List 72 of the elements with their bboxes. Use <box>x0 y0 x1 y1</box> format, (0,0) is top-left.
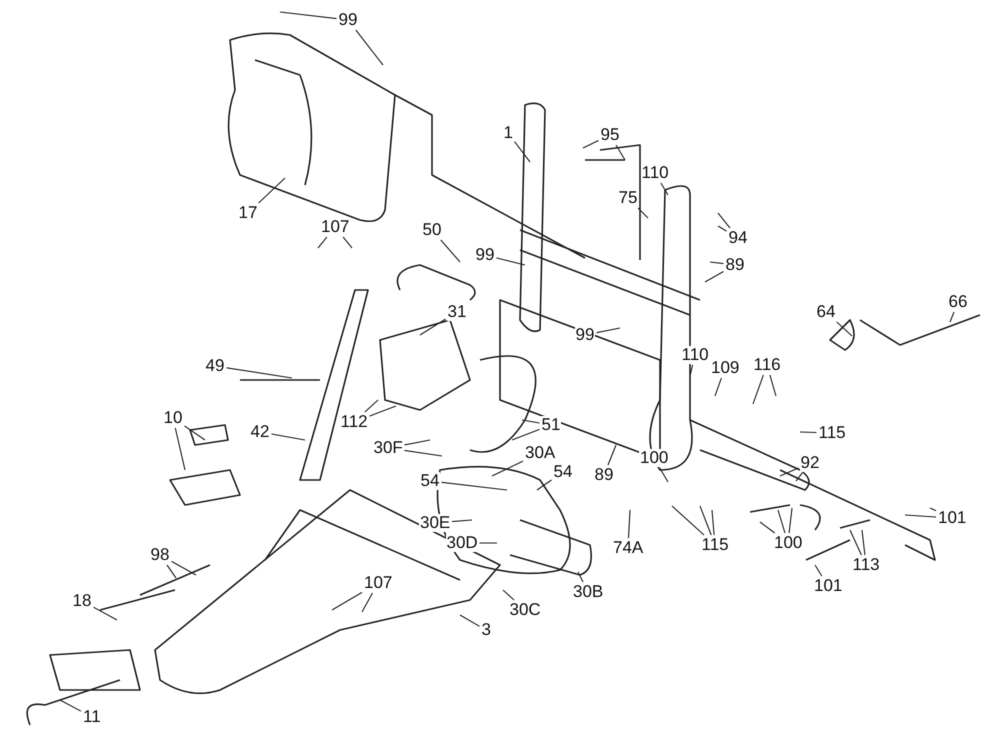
leader-line <box>672 506 704 536</box>
leader-line <box>355 30 384 66</box>
leader-line <box>710 261 724 264</box>
leader-line <box>628 510 631 538</box>
leader-line <box>514 141 530 162</box>
leader-line <box>480 542 497 544</box>
leader-line <box>171 560 196 576</box>
leader-line <box>796 472 803 482</box>
leader-line <box>752 374 764 404</box>
leader-line <box>318 236 328 248</box>
leader-line <box>258 178 286 204</box>
callout-number: 30D <box>446 534 479 552</box>
leader-line <box>420 318 446 336</box>
callout-number: 30E <box>419 514 452 532</box>
leader-line <box>714 378 722 396</box>
leader-line <box>659 468 668 482</box>
leader-line <box>502 590 514 600</box>
leader-line <box>836 322 852 336</box>
callout-number: 92 <box>800 454 820 472</box>
leader-line <box>364 400 378 412</box>
leader-line <box>441 482 508 491</box>
leader-line <box>578 572 584 582</box>
leader-line <box>174 428 186 470</box>
leader-line <box>166 564 176 578</box>
leader-line <box>904 514 936 518</box>
leader-line <box>362 592 373 612</box>
callout-number: 100 <box>639 449 670 467</box>
leader-line <box>616 144 626 160</box>
leader-line <box>638 208 648 218</box>
leader-line <box>226 367 292 379</box>
leader-line <box>280 11 337 20</box>
leader-line <box>582 140 599 148</box>
leader-line <box>452 519 472 522</box>
callout-number: 31 <box>446 303 468 321</box>
leader-line <box>861 530 866 556</box>
callout-number: 110 <box>680 346 710 364</box>
leader-line <box>689 364 694 376</box>
leader-line <box>596 327 620 334</box>
leader-line <box>699 506 712 536</box>
leader-line <box>460 614 480 627</box>
leader-line <box>512 428 540 441</box>
leader-line <box>788 508 793 534</box>
leader-line <box>496 257 526 266</box>
leader-line <box>440 240 460 262</box>
leader-line <box>718 226 727 232</box>
leader-line <box>60 700 82 712</box>
leader-line <box>369 405 396 417</box>
leader-line <box>814 564 822 576</box>
leader-line <box>760 522 776 534</box>
leader-line <box>522 419 540 424</box>
leader-line <box>660 182 668 196</box>
leader-line <box>404 439 430 446</box>
leader-line <box>704 271 724 282</box>
leader-line <box>93 606 118 620</box>
leader-line <box>332 592 362 610</box>
leader-line <box>404 450 442 457</box>
leader-line <box>607 444 617 466</box>
leader-line <box>184 425 206 440</box>
leader-line <box>850 530 862 556</box>
leader-line <box>949 312 955 322</box>
leader-line <box>711 510 715 536</box>
leader-line <box>777 510 786 534</box>
leader-line <box>800 431 817 434</box>
leader-line <box>769 374 777 396</box>
leader-line <box>780 468 799 476</box>
leader-line <box>492 460 524 476</box>
leader-line <box>718 212 730 228</box>
callout-number: 54 <box>420 472 440 490</box>
leader-line <box>271 433 306 441</box>
leader-line <box>930 508 936 512</box>
leader-line <box>536 480 552 490</box>
leader-line <box>342 236 352 248</box>
